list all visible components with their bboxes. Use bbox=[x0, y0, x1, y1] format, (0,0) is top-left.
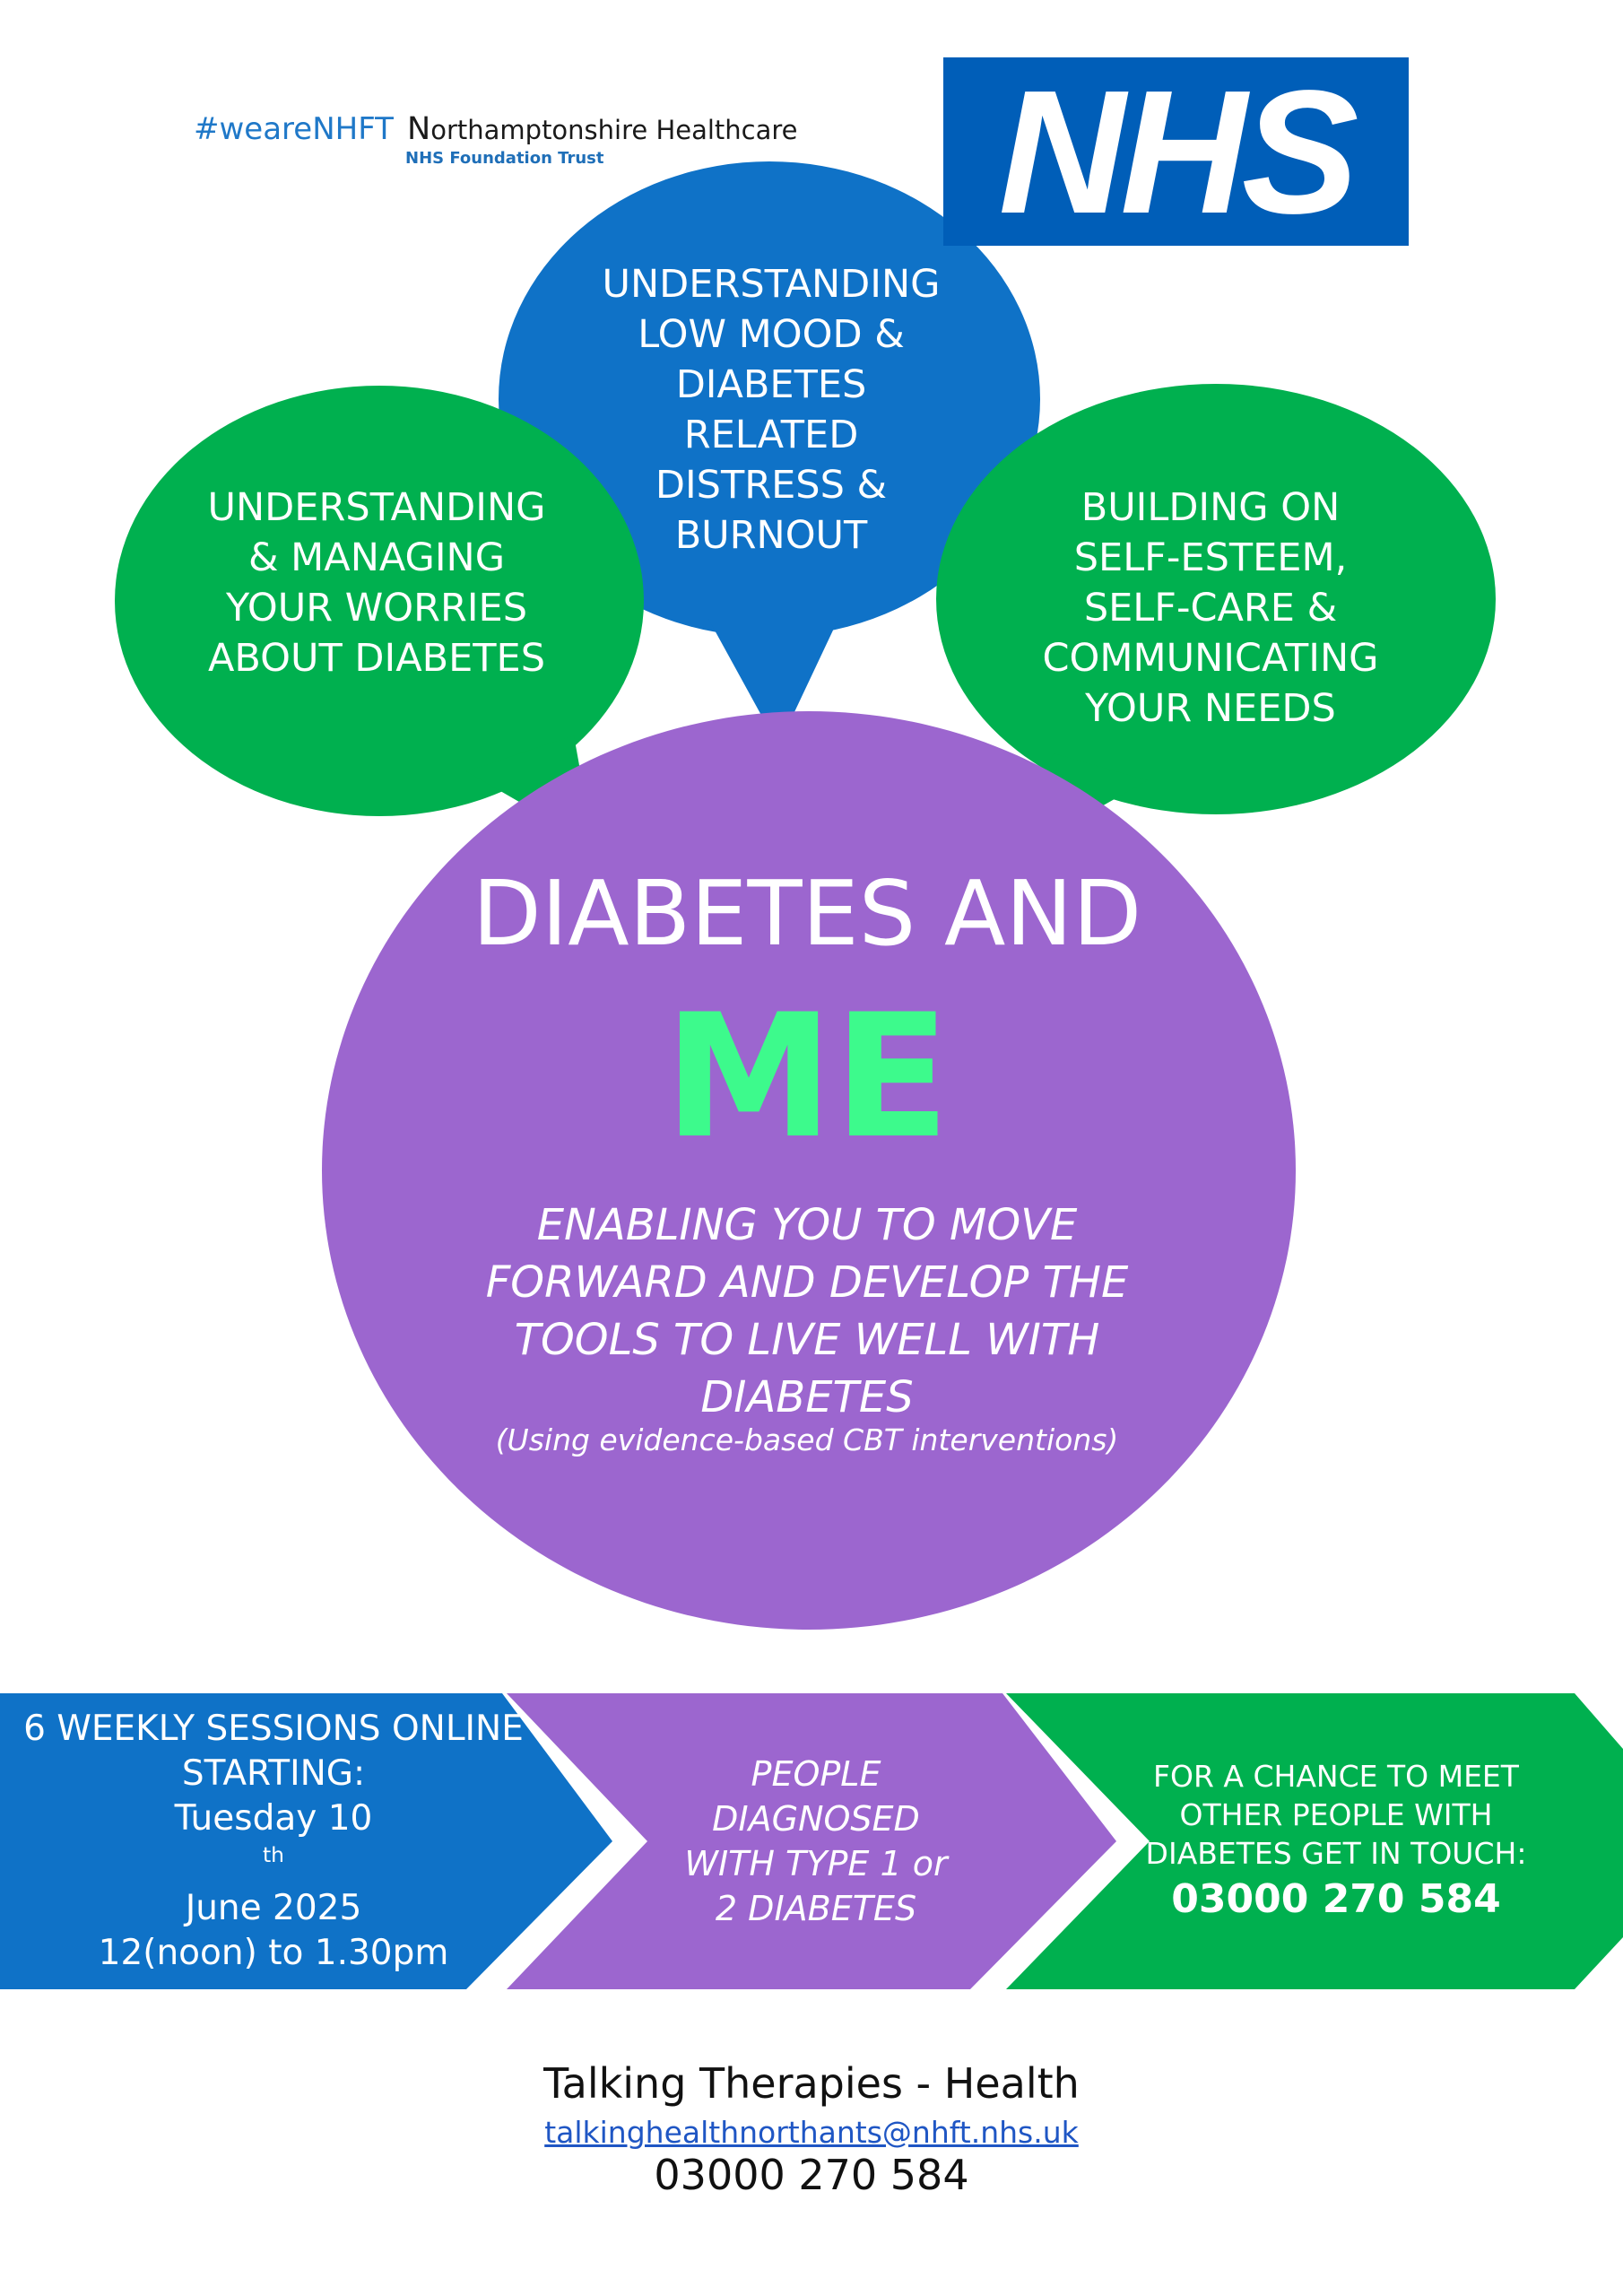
contact-info: FOR A CHANCE TO MEET OTHER PEOPLE WITH D… bbox=[1067, 1693, 1605, 1989]
bubble-line: YOUR WORRIES bbox=[225, 586, 528, 631]
sessions-time: 12(noon) to 1.30pm bbox=[98, 1933, 449, 1973]
audience-info: PEOPLE DIAGNOSED WITH TYPE 1 or 2 DIABET… bbox=[592, 1693, 1040, 1989]
footer-email-link[interactable]: talkinghealthnorthants@nhft.nhs.uk bbox=[544, 2115, 1079, 2150]
bubble-top-text: UNDERSTANDING LOW MOOD & DIABETES RELATE… bbox=[565, 253, 977, 567]
tagline-line: ENABLING YOU TO MOVE bbox=[536, 1200, 1078, 1250]
main-me-word: ME bbox=[664, 978, 950, 1176]
audience-line: WITH TYPE 1 or bbox=[684, 1844, 948, 1883]
date-suffix: th bbox=[262, 1842, 284, 1867]
bubble-line: COMMUNICATING bbox=[1042, 636, 1379, 681]
audience-line: 2 DIABETES bbox=[715, 1889, 917, 1928]
footer-phone[interactable]: 03000 270 584 bbox=[654, 2151, 969, 2199]
bubble-line: DISTRESS & bbox=[655, 463, 888, 508]
date-day: Tuesday 10 bbox=[174, 1798, 373, 1839]
bubble-line: & MANAGING bbox=[247, 535, 506, 580]
footer-service-name: Talking Therapies - Health bbox=[543, 2059, 1080, 2108]
tagline-line: FORWARD AND DEVELOP THE bbox=[485, 1257, 1129, 1308]
nhs-logo-text: NHS bbox=[998, 53, 1359, 250]
bubble-line: LOW MOOD & bbox=[638, 312, 905, 357]
contact-line: DIABETES GET IN TOUCH: bbox=[1145, 1835, 1527, 1871]
tagline-line: TOOLS TO LIVE WELL WITH bbox=[514, 1315, 1100, 1365]
chevron-purple-shape bbox=[507, 1693, 1116, 1989]
trust-subtitle: NHS Foundation Trust bbox=[405, 149, 604, 168]
audience-line: DIAGNOSED bbox=[712, 1799, 920, 1839]
trust-name-initial: N bbox=[407, 111, 431, 147]
bubble-line: YOUR NEEDS bbox=[1085, 686, 1336, 731]
tagline-line: DIABETES bbox=[700, 1372, 914, 1422]
bubble-line: UNDERSTANDING bbox=[602, 262, 941, 307]
chevron-blue-shape bbox=[0, 1693, 612, 1989]
cbt-note: (Using evidence-based CBT interventions) bbox=[495, 1422, 1119, 1457]
trust-name: Northamptonshire Healthcare bbox=[407, 111, 798, 147]
chevron-green-shape bbox=[1006, 1693, 1623, 1989]
bubble-line: DIABETES bbox=[675, 362, 867, 407]
bubble-right-text: BUILDING ON SELF-ESTEEM, SELF-CARE & COM… bbox=[977, 474, 1444, 743]
bubble-line: BUILDING ON bbox=[1081, 485, 1341, 530]
sessions-line: 6 WEEKLY SESSIONS ONLINE bbox=[23, 1709, 524, 1749]
bubble-line: UNDERSTANDING bbox=[207, 485, 546, 530]
bubble-left-text: UNDERSTANDING & MANAGING YOUR WORRIES AB… bbox=[135, 475, 619, 691]
contact-line: FOR A CHANCE TO MEET bbox=[1153, 1758, 1519, 1794]
nhs-logo: NHS bbox=[943, 53, 1409, 250]
trust-identity: #weareNHFT Northamptonshire Healthcare bbox=[194, 111, 798, 147]
sessions-date: Tuesday 10 th June 2025 bbox=[175, 1796, 373, 1931]
contact-phone[interactable]: 03000 270 584 bbox=[1171, 1875, 1501, 1922]
bubble-top-shape bbox=[499, 161, 1040, 746]
trust-name-rest: orthamptonshire Healthcare bbox=[430, 115, 798, 145]
bubble-line: BURNOUT bbox=[674, 513, 868, 558]
main-title: DIABETES AND bbox=[472, 861, 1142, 966]
audience-line: PEOPLE bbox=[751, 1754, 881, 1794]
bubble-line: SELF-ESTEEM, bbox=[1073, 535, 1348, 580]
bubble-line: RELATED bbox=[683, 413, 859, 457]
sessions-info: 6 WEEKLY SESSIONS ONLINE STARTING: Tuesd… bbox=[0, 1693, 547, 1989]
sessions-starting: STARTING: bbox=[181, 1753, 366, 1794]
main-circle-shape bbox=[322, 711, 1296, 1630]
contact-line: OTHER PEOPLE WITH bbox=[1179, 1796, 1493, 1832]
bubble-line: ABOUT DIABETES bbox=[207, 636, 546, 681]
date-month-year: June 2025 bbox=[185, 1888, 362, 1928]
hashtag: #weareNHFT bbox=[194, 111, 394, 147]
bubble-line: SELF-CARE & bbox=[1083, 586, 1338, 631]
main-tagline: ENABLING YOU TO MOVE FORWARD AND DEVELOP… bbox=[377, 1196, 1237, 1426]
